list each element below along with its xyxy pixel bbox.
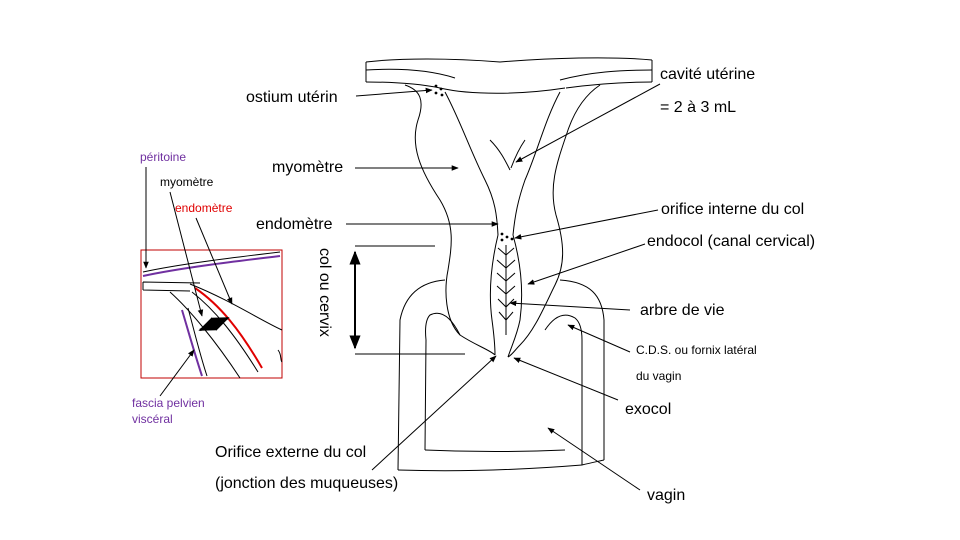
label-cds-2: du vagin: [636, 369, 681, 383]
inset-frame: [140, 249, 283, 379]
label-myometre: myomètre: [272, 159, 343, 176]
label-cavite-uterine-1: cavité utérine: [660, 66, 755, 83]
label-arbre-de-vie: arbre de vie: [640, 302, 725, 319]
label-orifice-interne: orifice interne du col: [661, 201, 804, 218]
uterus-drawing: [365, 57, 653, 472]
col-ou-cervix-label: col ou cervix: [316, 248, 333, 337]
label-ostium-uterin: ostium utérin: [246, 89, 338, 106]
vagina-outline: [397, 279, 446, 471]
arbre-de-vie: [496, 245, 516, 335]
fallopian-tube-left: [365, 57, 653, 63]
orifice-interne-dots: [500, 232, 514, 242]
inset-label-fascia-1: fascia pelvien: [132, 396, 205, 410]
label-orifice-externe-2: (jonction des muqueuses): [215, 475, 398, 492]
label-endocol: endocol (canal cervical): [647, 233, 815, 250]
label-orifice-externe-1: Orifice externe du col: [215, 444, 366, 461]
inset-label-peritoine: péritoine: [140, 150, 186, 164]
label-vagin: vagin: [647, 487, 685, 504]
cervical-canal: [489, 234, 499, 356]
label-endometre: endomètre: [256, 216, 333, 233]
inset-label-myometre: myomètre: [160, 175, 214, 189]
label-exocol: exocol: [625, 401, 671, 418]
inset-label-endometre: endomètre: [175, 201, 233, 215]
uterine-cavity: [444, 91, 499, 236]
inset-zoom: [140, 249, 283, 379]
label-cds-1: C.D.S. ou fornix latéral: [636, 343, 757, 357]
inset-label-fascia-2: viscéral: [132, 412, 173, 426]
cervix-bracket: col ou cervix: [316, 245, 465, 355]
label-cavite-uterine-2: = 2 à 3 mL: [660, 99, 736, 116]
ostium-dots: [434, 84, 444, 97]
uterine-body-outline: [404, 84, 496, 356]
